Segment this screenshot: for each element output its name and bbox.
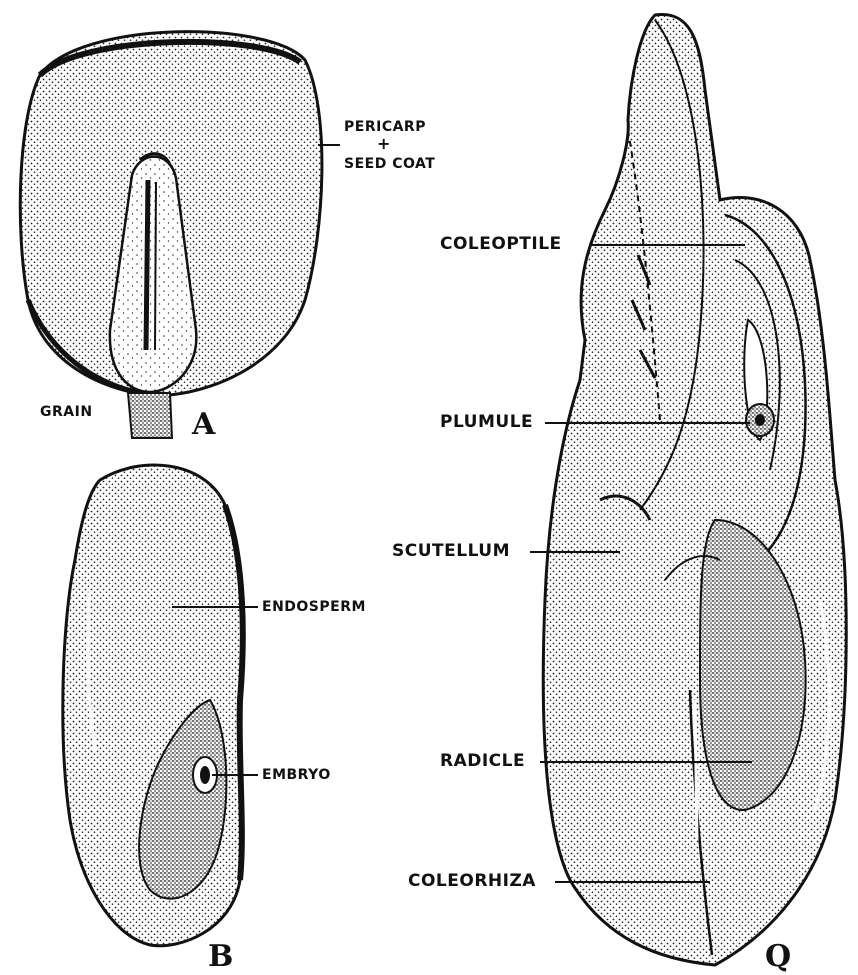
label-plumule: PLUMULE (440, 414, 533, 431)
label-scutellum: SCUTELLUM (392, 543, 510, 560)
grain-stalk (128, 393, 172, 438)
label-coleoptile: COLEOPTILE (440, 236, 562, 253)
label-seed-coat: SEED COAT (344, 157, 435, 171)
label-plus: + (377, 136, 390, 152)
label-embryo: EMBRYO (262, 768, 331, 782)
embryo-outline (543, 14, 846, 965)
label-coleorhiza: COLEORHIZA (408, 873, 536, 890)
panel-letter-c: Q (765, 942, 791, 972)
label-grain: GRAIN (40, 405, 93, 419)
label-pericarp: PERICARP (344, 120, 426, 134)
panel-letter-a: A (192, 410, 215, 440)
label-endosperm: ENDOSPERM (262, 600, 366, 614)
panel-letter-b: B (208, 942, 233, 972)
label-radicle: RADICLE (440, 753, 525, 770)
